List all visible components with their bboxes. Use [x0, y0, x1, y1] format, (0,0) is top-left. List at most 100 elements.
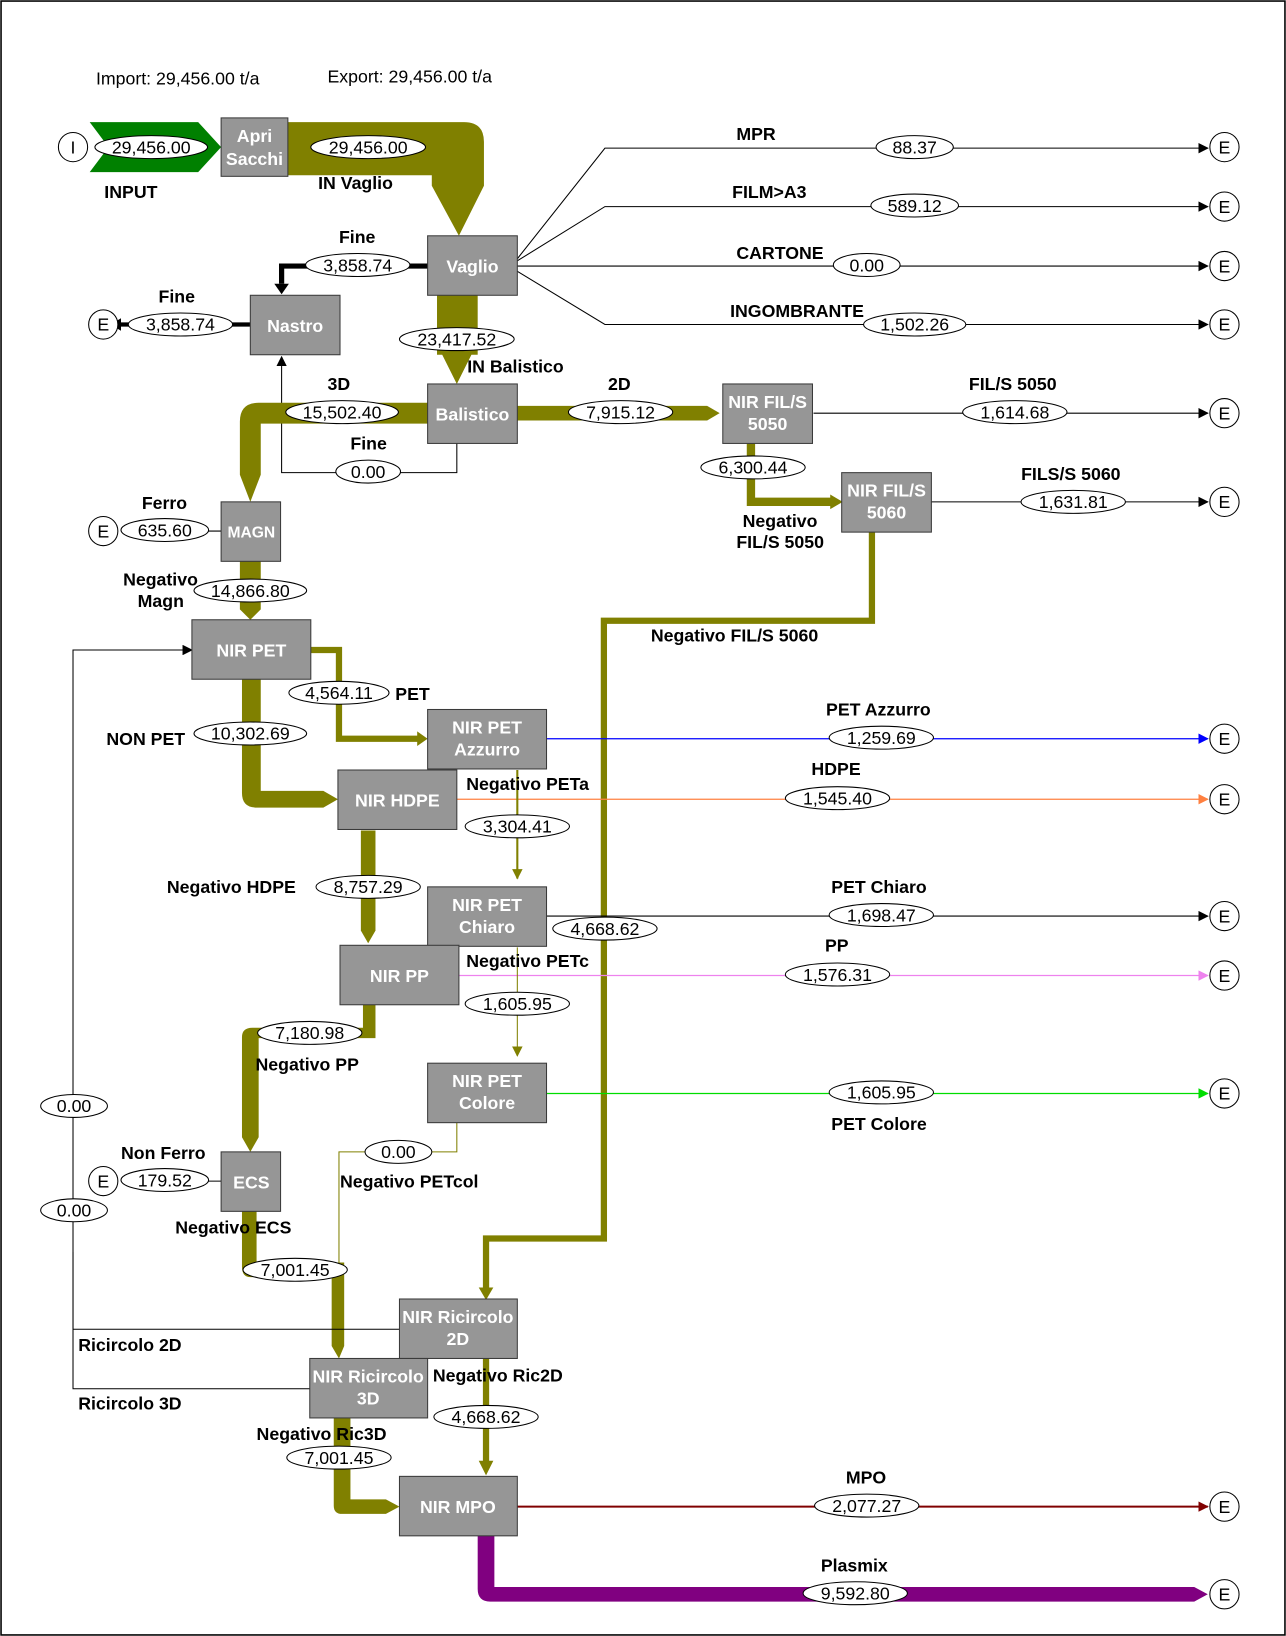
- node-balistico[interactable]: Balistico: [427, 383, 518, 444]
- terminal-pet-colore[interactable]: E: [1209, 1078, 1240, 1109]
- node-nir-fils-5050[interactable]: NIR FIL/S 5050: [722, 383, 814, 444]
- terminal-non-ferro[interactable]: E: [88, 1165, 119, 1197]
- flow-value-text: 1,605.95: [483, 994, 552, 1014]
- terminal-text: E: [97, 1171, 109, 1191]
- node-nir-ricircolo-3d[interactable]: NIR Ricircolo 3D: [309, 1357, 429, 1419]
- node-label: NIR Ricircolo: [402, 1307, 513, 1327]
- node-nir-fils-5060[interactable]: NIR FIL/S 5060: [841, 472, 932, 533]
- node-nir-pet-chiaro[interactable]: NIR PET Chiaro: [427, 886, 548, 947]
- node-nir-hdpe[interactable]: NIR HDPE: [337, 769, 458, 830]
- label-non-pet: NON PET: [106, 729, 185, 749]
- value-neg-petc: 1,605.95: [464, 991, 570, 1016]
- label-fine-vaglio: Fine: [339, 227, 376, 247]
- flow-value-text: 9,592.80: [821, 1583, 890, 1603]
- terminal-text: E: [1219, 492, 1231, 512]
- flow-labels: INPUT IN Vaglio MPR FILM>A3 CARTONE INGO…: [78, 124, 1120, 1576]
- value-ric-3d: 0.00: [40, 1198, 108, 1223]
- flow-value-text: 7,915.12: [586, 402, 655, 422]
- label-pet-colore: PET Colore: [831, 1114, 927, 1134]
- terminal-cartone[interactable]: E: [1209, 250, 1240, 282]
- terminal-ferro[interactable]: E: [88, 515, 119, 547]
- flow-value-text: 2,077.27: [832, 1496, 901, 1516]
- node-label: Nastro: [267, 316, 323, 336]
- flow-value-text: 0.00: [849, 255, 884, 275]
- node-label: NIR PET: [216, 640, 286, 660]
- neg-ecs-flow: [241, 1210, 345, 1359]
- terminal-pet-chiaro[interactable]: E: [1209, 900, 1240, 932]
- terminal-fils-5060[interactable]: E: [1209, 486, 1240, 517]
- terminal-ingombrante[interactable]: E: [1209, 309, 1240, 340]
- label-ingombrante: INGOMBRANTE: [730, 301, 864, 321]
- label-neg-hdpe: Negativo HDPE: [167, 877, 296, 897]
- flow-value-text: 8,757.29: [334, 877, 403, 897]
- terminal-text: E: [1219, 197, 1231, 217]
- flow-value-text: 1,605.95: [847, 1083, 916, 1103]
- terminal-mpo[interactable]: E: [1209, 1491, 1240, 1522]
- terminal-mpr[interactable]: E: [1209, 131, 1240, 163]
- node-nir-mpo[interactable]: NIR MPO: [398, 1475, 518, 1537]
- value-fine-vaglio: 3,858.74: [305, 253, 411, 278]
- label-fils-5050: FIL/S 5050: [969, 374, 1057, 394]
- node-label: Vaglio: [446, 256, 498, 276]
- terminal-plasmix[interactable]: E: [1209, 1579, 1240, 1610]
- node-nir-pet-colore[interactable]: NIR PET Colore: [427, 1062, 548, 1124]
- node-nir-pet[interactable]: NIR PET: [191, 619, 312, 680]
- node-nir-pp[interactable]: NIR PP: [339, 944, 460, 1006]
- node-label: Chiaro: [459, 917, 515, 937]
- node-label: NIR Ricircolo: [313, 1366, 424, 1386]
- flow-value-text: 29,456.00: [112, 137, 191, 157]
- value-ferro: 635.60: [120, 518, 210, 543]
- node-label: MAGN: [227, 524, 275, 541]
- node-magn[interactable]: MAGN: [220, 501, 282, 562]
- flow-value-text: 23,417.52: [417, 329, 496, 349]
- node-label: Azzurro: [454, 739, 520, 759]
- terminal-text: E: [1219, 256, 1231, 276]
- value-hdpe: 1,545.40: [784, 786, 891, 811]
- node-nir-ricircolo-2d[interactable]: NIR Ricircolo 2D: [398, 1298, 518, 1359]
- value-pet-colore: 1,605.95: [828, 1080, 934, 1105]
- node-label: NIR MPO: [420, 1497, 496, 1517]
- terminal-fils-5050[interactable]: E: [1209, 398, 1240, 429]
- flow-value-text: 4,668.62: [452, 1407, 521, 1427]
- terminal-pp[interactable]: E: [1209, 960, 1240, 991]
- terminal-text: E: [97, 521, 109, 541]
- node-label: ECS: [233, 1172, 270, 1192]
- flow-value-text: 14,866.80: [211, 581, 290, 601]
- mpr-flow: [516, 142, 1209, 260]
- value-neg-fils-5050: 6,300.44: [700, 455, 806, 480]
- node-nastro[interactable]: Nastro: [249, 294, 341, 356]
- terminal-hdpe[interactable]: E: [1209, 784, 1240, 815]
- terminal-pet-azzurro[interactable]: E: [1209, 723, 1240, 754]
- node-ecs[interactable]: ECS: [220, 1151, 282, 1212]
- label-pp: PP: [825, 936, 849, 956]
- value-neg-ric2d: 4,668.62: [433, 1404, 539, 1429]
- node-label: NIR PET: [452, 1071, 522, 1091]
- flow-value-text: 635.60: [138, 520, 192, 540]
- node-apri-sacchi[interactable]: Apri Sacchi: [220, 117, 289, 177]
- node-nir-pet-azzurro[interactable]: NIR PET Azzurro: [427, 708, 548, 770]
- label-ferro: Ferro: [142, 493, 187, 513]
- flow-value-text: 1,545.40: [803, 788, 872, 808]
- terminal-text: E: [1219, 729, 1231, 749]
- node-label: 5060: [867, 503, 907, 523]
- node-label: Balistico: [436, 404, 510, 424]
- terminal-input[interactable]: I: [57, 131, 89, 163]
- terminal-fine[interactable]: E: [88, 309, 119, 340]
- flow-values: 29,456.00 29,456.00 88.37 589.12 0.00 1,…: [40, 135, 1126, 1606]
- value-neg-magn: 14,866.80: [193, 578, 308, 603]
- terminal-film-a3[interactable]: E: [1209, 191, 1240, 222]
- flow-value-text: 29,456.00: [329, 137, 408, 157]
- terminal-text: E: [1219, 1497, 1231, 1517]
- import-total: Import: 29,456.00 t/a: [96, 69, 260, 89]
- node-label: NIR PET: [452, 895, 522, 915]
- value-ingombrante: 1,502.26: [863, 312, 967, 337]
- node-vaglio[interactable]: Vaglio: [427, 235, 518, 296]
- value-neg-ecs: 7,001.45: [242, 1257, 348, 1282]
- flow-value-text: 3,858.74: [323, 255, 392, 275]
- label-input: INPUT: [104, 182, 157, 202]
- flow-value-text: 1,698.47: [847, 905, 916, 925]
- label-mpo: MPO: [846, 1468, 887, 1488]
- value-cartone: 0.00: [832, 253, 901, 278]
